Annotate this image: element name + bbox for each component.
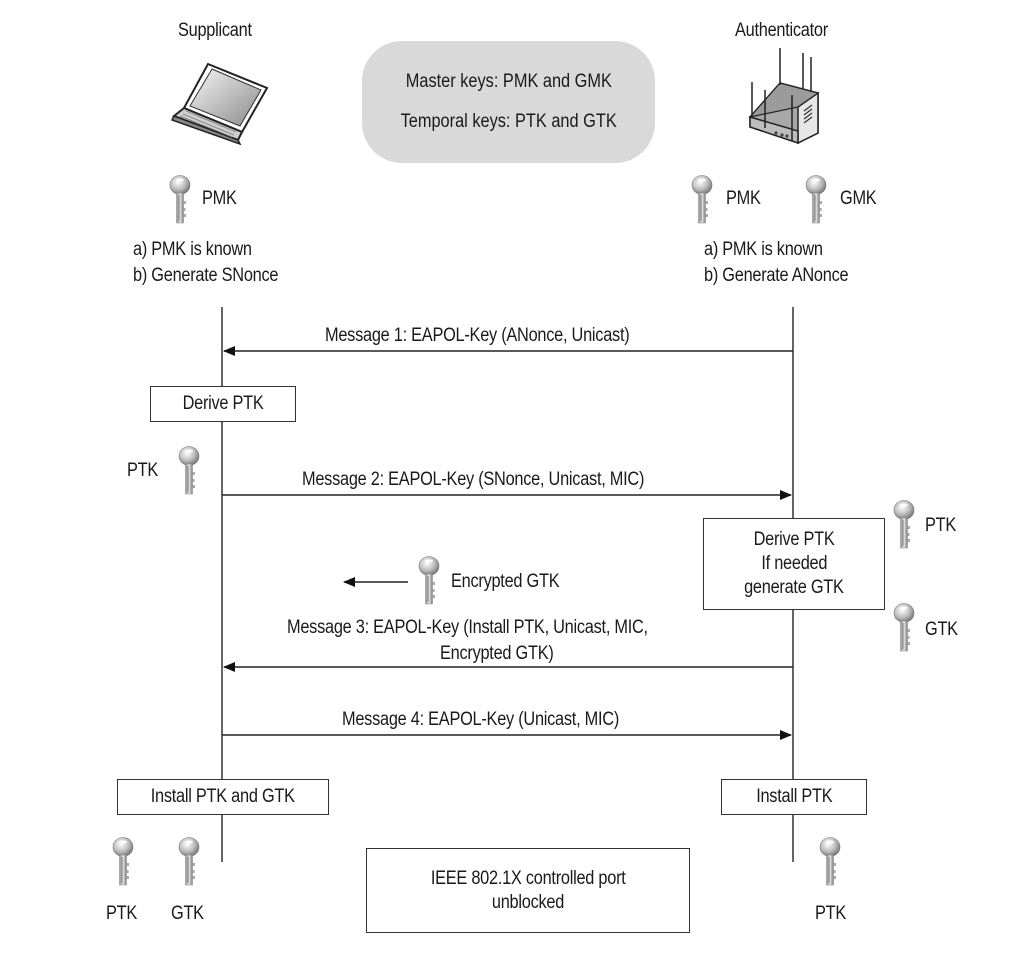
message-2-label: Message 2: EAPOL-Key (SNonce, Unicast, M… bbox=[302, 469, 645, 490]
authenticator-derive-line-1: Derive PTK bbox=[753, 529, 835, 550]
message-3-label-line-1: Message 3: EAPOL-Key (Install PTK, Unica… bbox=[287, 617, 648, 638]
authenticator-label: Authenticator bbox=[735, 20, 828, 41]
supplicant-label: Supplicant bbox=[178, 20, 252, 41]
key-icon bbox=[691, 175, 713, 224]
authenticator-pmk-label: PMK bbox=[726, 188, 761, 209]
legend-master-keys: Master keys: PMK and GMK bbox=[405, 71, 612, 92]
authenticator-note-2: b) Generate ANonce bbox=[704, 265, 849, 286]
supplicant-final-ptk-label: PTK bbox=[106, 903, 138, 924]
key-icon bbox=[893, 500, 915, 549]
key-icon bbox=[418, 556, 440, 605]
legend-temporal-keys: Temporal keys: PTK and GTK bbox=[400, 111, 617, 132]
laptop-icon bbox=[170, 62, 269, 145]
supplicant-install-box: Install PTK and GTK bbox=[117, 779, 329, 815]
controlled-port-unblocked-box: IEEE 802.1X controlled port unblocked bbox=[366, 848, 690, 933]
authenticator-derive-line-3: generate GTK bbox=[744, 577, 844, 598]
supplicant-ptk-label: PTK bbox=[127, 460, 159, 481]
key-icon bbox=[178, 446, 200, 495]
key-icon bbox=[893, 603, 915, 652]
authenticator-install-box: Install PTK bbox=[721, 779, 867, 815]
authenticator-derived-gtk-label: GTK bbox=[925, 619, 958, 640]
supplicant-pmk-label: PMK bbox=[202, 188, 237, 209]
authenticator-derive-ptk-box: Derive PTK If needed generate GTK bbox=[703, 518, 885, 610]
key-icon bbox=[112, 837, 134, 886]
encrypted-gtk-label: Encrypted GTK bbox=[451, 571, 560, 592]
supplicant-install-text: Install PTK and GTK bbox=[150, 786, 296, 807]
authenticator-final-ptk-label: PTK bbox=[815, 903, 847, 924]
supplicant-final-gtk-label: GTK bbox=[171, 903, 204, 924]
key-icon bbox=[178, 837, 200, 886]
supplicant-derive-ptk-box: Derive PTK bbox=[150, 386, 296, 422]
authenticator-derive-line-2: If needed bbox=[761, 553, 827, 574]
authenticator-note-1: a) PMK is known bbox=[704, 239, 823, 260]
key-icon bbox=[805, 175, 827, 224]
message-3-label-line-2: Encrypted GTK) bbox=[440, 643, 554, 664]
port-box-line-2: unblocked bbox=[491, 891, 565, 913]
supplicant-derive-ptk-text: Derive PTK bbox=[182, 393, 264, 414]
supplicant-note-1: a) PMK is known bbox=[133, 239, 252, 260]
message-4-label: Message 4: EAPOL-Key (Unicast, MIC) bbox=[342, 709, 620, 730]
authenticator-gmk-label: GMK bbox=[840, 188, 877, 209]
port-box-line-1: IEEE 802.1X controlled port bbox=[430, 867, 626, 889]
authenticator-derived-ptk-label: PTK bbox=[925, 515, 957, 536]
key-legend: Master keys: PMK and GMK Temporal keys: … bbox=[362, 41, 655, 163]
authenticator-install-text: Install PTK bbox=[755, 786, 833, 807]
message-1-label: Message 1: EAPOL-Key (ANonce, Unicast) bbox=[325, 325, 630, 346]
key-icon bbox=[169, 175, 191, 224]
supplicant-note-2: b) Generate SNonce bbox=[133, 265, 279, 286]
wireless-router-icon bbox=[748, 48, 820, 145]
key-icon bbox=[819, 837, 841, 886]
